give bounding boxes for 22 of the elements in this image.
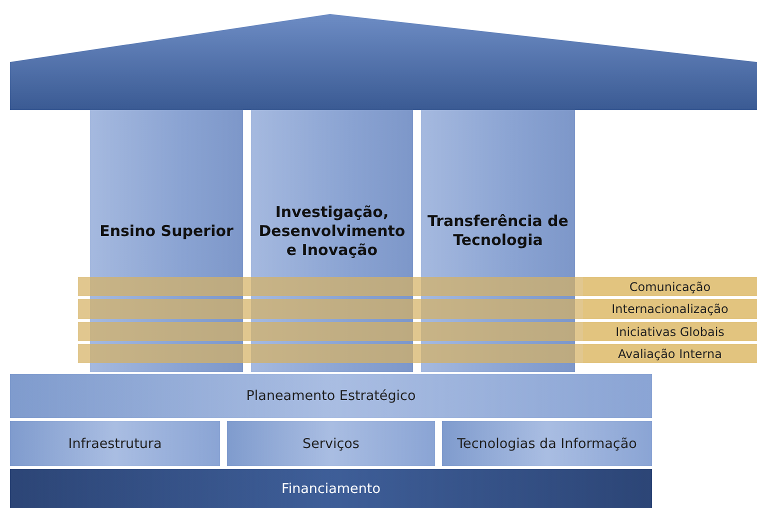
block-label: Financiamento [282, 480, 380, 496]
band-label: Comunicação [583, 277, 757, 296]
foundation-block [442, 421, 652, 466]
block-label: Infraestrutura [68, 436, 162, 452]
foundation-block [227, 421, 435, 466]
band-bar [78, 277, 757, 296]
band-bar [78, 299, 757, 319]
foundation-block [10, 469, 652, 508]
block-label: Planeamento Estratégico [246, 388, 416, 404]
roof-shape [10, 14, 757, 110]
foundation-block [10, 421, 220, 466]
pillar-title: Transferência de Tecnologia [426, 212, 570, 250]
band-label: Iniciativas Globais [583, 322, 757, 341]
band-bar [78, 322, 757, 341]
block-label: Tecnologias da Informação [457, 436, 637, 452]
band-label: Avaliação Interna [583, 344, 757, 363]
band-bar [78, 344, 757, 363]
band-label: Internacionalização [583, 299, 757, 319]
foundation-block [10, 374, 652, 418]
block-label: Serviços [302, 436, 360, 452]
pillar-title: Ensino Superior [98, 222, 234, 240]
pillar-title: Investigação, Desenvolvimento e Inovação [258, 202, 406, 260]
